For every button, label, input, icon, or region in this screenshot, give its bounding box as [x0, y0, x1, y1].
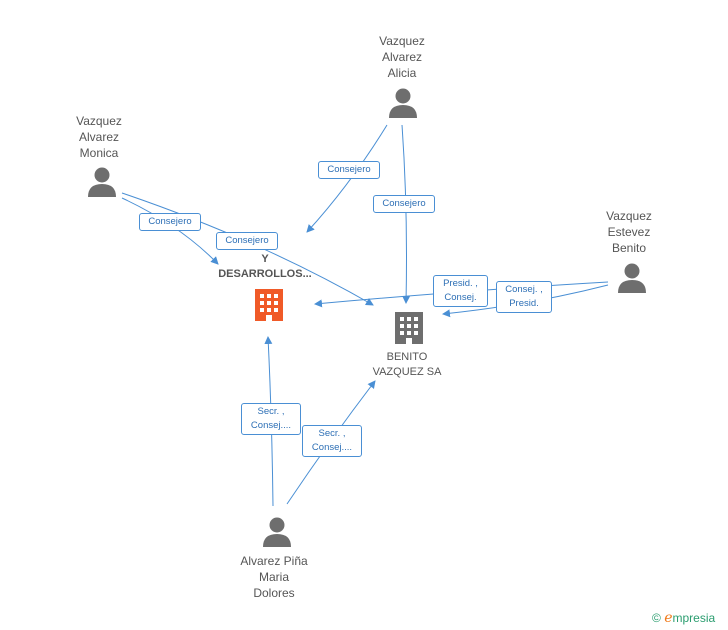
person-label-monica[interactable]: Vazquez Alvarez Monica — [76, 114, 122, 160]
person-icon[interactable] — [617, 262, 647, 294]
edge-label-alicia-main[interactable]: Consejero — [318, 161, 380, 179]
edge-alicia-main — [306, 124, 388, 233]
building-icon-benito-sa[interactable] — [393, 310, 425, 346]
company-label-benito-sa[interactable]: BENITO VAZQUEZ SA — [372, 351, 442, 378]
brand-logo-initial: e — [664, 610, 673, 626]
brand-name: mpresia — [672, 611, 716, 625]
building-icon-main[interactable] — [253, 287, 285, 323]
edge-label-alicia-bv[interactable]: Consejero — [373, 195, 435, 213]
person-icon[interactable] — [388, 87, 418, 119]
person-icon[interactable] — [87, 166, 117, 198]
edge-alicia-bv — [401, 124, 411, 304]
edge-label-maria-main[interactable]: Secr. , Consej.... — [241, 403, 301, 435]
edge-label-monica-bv[interactable]: Consejero — [216, 232, 278, 250]
person-label-benito[interactable]: Vazquez Estevez Benito — [606, 209, 652, 255]
copyright-symbol: © — [652, 611, 661, 625]
brand-footer: © empresia — [652, 610, 715, 626]
person-icon[interactable] — [262, 516, 292, 548]
edge-label-benito-bv[interactable]: Consej. , Presid. — [496, 281, 552, 313]
edge-label-maria-bv[interactable]: Secr. , Consej.... — [302, 425, 362, 457]
edge-label-monica-main[interactable]: Consejero — [139, 213, 201, 231]
edge-label-benito-main[interactable]: Presid. , Consej. — [433, 275, 488, 307]
person-label-alicia[interactable]: Vazquez Alvarez Alicia — [379, 34, 425, 80]
person-label-maria[interactable]: Alvarez Piña Maria Dolores — [240, 554, 308, 600]
